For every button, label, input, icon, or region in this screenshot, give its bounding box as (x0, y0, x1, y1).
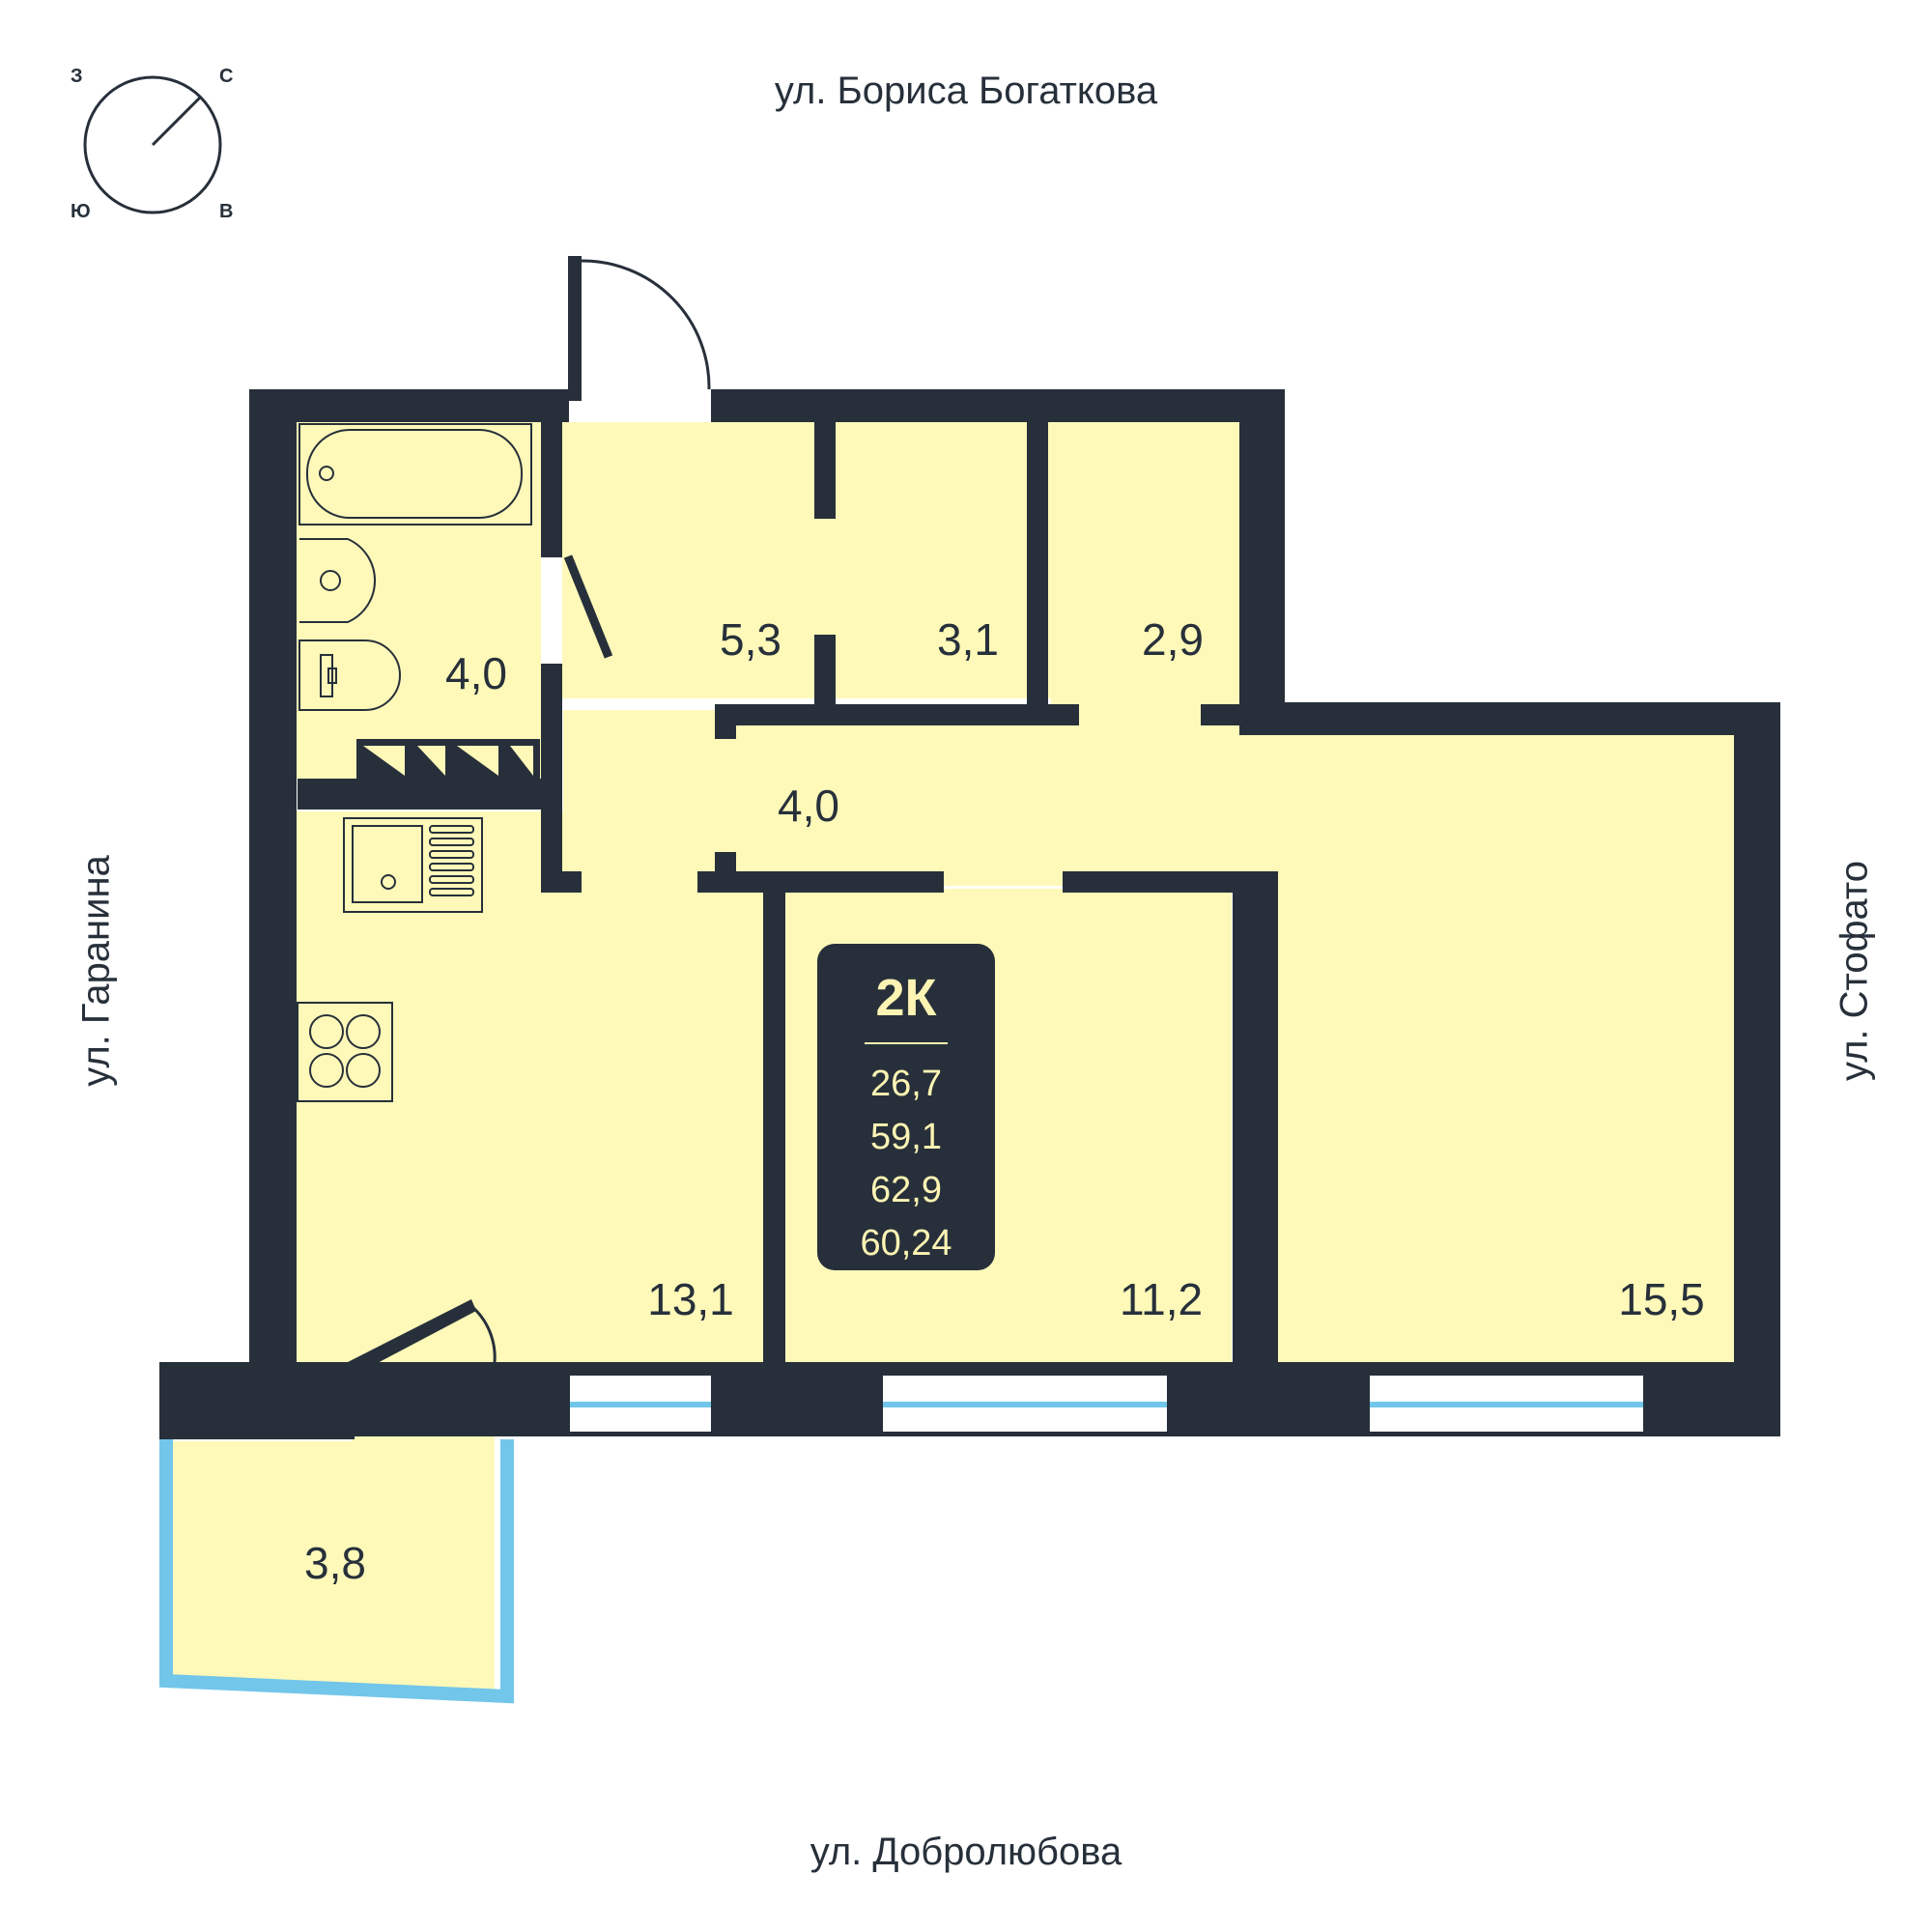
wall-bath-lower (541, 664, 562, 893)
apartment-summary-card: 2К 26,7 59,1 62,9 60,24 (817, 944, 995, 1270)
wall-corridor-bottom-left (697, 871, 944, 893)
wall-entry-jamb (568, 256, 582, 401)
sink (299, 538, 377, 623)
area-corridor: 4,0 (778, 781, 839, 831)
area-storage-1: 3,1 (937, 614, 999, 665)
area-living-room: 15,5 (1618, 1274, 1705, 1324)
wall-corridor-top-right (1201, 704, 1268, 725)
wall-balcony-left (159, 1362, 355, 1439)
wall-hall-lower (814, 635, 836, 712)
wall-top-right (711, 389, 1283, 422)
hall-floor (562, 422, 1051, 698)
burner (309, 1053, 344, 1088)
balcony-door-swing (470, 1304, 497, 1363)
compass-west-label: З (71, 66, 83, 87)
living-room-floor (1256, 734, 1736, 1375)
bathtub-inner (306, 429, 523, 519)
street-label-top: ул. Бориса Богаткова (774, 70, 1158, 112)
bathtub (298, 423, 532, 526)
wall-bath-kitchen (298, 779, 558, 810)
street-label-right: ул. Стофато (1833, 860, 1876, 1082)
summary-value: 26,7 (870, 1064, 942, 1104)
wall-top-left (249, 389, 569, 422)
bathtub-drain (319, 466, 334, 481)
summary-divider (865, 1042, 948, 1044)
area-balcony: 3,8 (304, 1538, 366, 1588)
compass-north-label: С (219, 66, 234, 87)
wall-bath-upper (541, 422, 562, 557)
fixtures (297, 423, 532, 1102)
bathroom-door-leaf (563, 554, 613, 659)
area-bedroom: 11,2 (1119, 1274, 1204, 1324)
compass-south-label: Ю (71, 201, 91, 222)
wall-corridor-left-upper (715, 704, 736, 739)
wall-left (249, 389, 297, 1363)
burner (346, 1014, 381, 1049)
windows (570, 1376, 1643, 1432)
balcony-floor (172, 1371, 495, 1692)
street-label-bottom: ул. Добролюбова (810, 1831, 1122, 1873)
bathroom-floor (297, 422, 541, 779)
wall-storage-divider (1027, 422, 1048, 712)
kitchen-floor (297, 811, 765, 1375)
kitchen-sink-bowl (352, 825, 423, 903)
entry-door-swing (581, 259, 711, 390)
compass-east-label: В (219, 201, 234, 222)
summary-value: 62,9 (870, 1170, 942, 1210)
summary-value: 60,24 (860, 1223, 952, 1264)
vent-shafts (356, 739, 540, 782)
compass-needle (151, 96, 202, 147)
wall-hall-upper (814, 422, 836, 519)
wall-corridor-top (715, 704, 1079, 725)
street-label-left: ул. Гаранина (74, 855, 118, 1087)
area-storage-2: 2,9 (1142, 614, 1204, 665)
area-kitchen: 13,1 (647, 1274, 734, 1324)
wall-kitchen-stub (548, 871, 582, 893)
area-bathroom: 4,0 (445, 648, 507, 698)
area-hall: 5,3 (720, 614, 781, 665)
storage-floor (1051, 422, 1239, 710)
doors (470, 259, 711, 1363)
summary-value: 59,1 (870, 1117, 942, 1157)
compass (83, 75, 222, 214)
wall-kitchen-bedroom (763, 871, 785, 1374)
apartment-type: 2К (875, 969, 937, 1027)
kitchen-sink (343, 817, 483, 913)
wall-bedroom-living (1233, 871, 1278, 1374)
wall-right-upper (1239, 389, 1285, 734)
stove (297, 1002, 393, 1102)
toilet-tank (320, 654, 333, 697)
burner (309, 1014, 344, 1049)
balcony-glazing (159, 1439, 514, 1704)
balcony-door-leaf (348, 1299, 476, 1374)
sink-drainboard (429, 825, 474, 896)
wall-right (1734, 702, 1780, 1436)
sink-drain (320, 570, 341, 591)
burner (346, 1053, 381, 1088)
wall-step (1239, 702, 1780, 735)
wall-corridor-bottom-right (1063, 871, 1278, 893)
toilet (298, 639, 401, 711)
